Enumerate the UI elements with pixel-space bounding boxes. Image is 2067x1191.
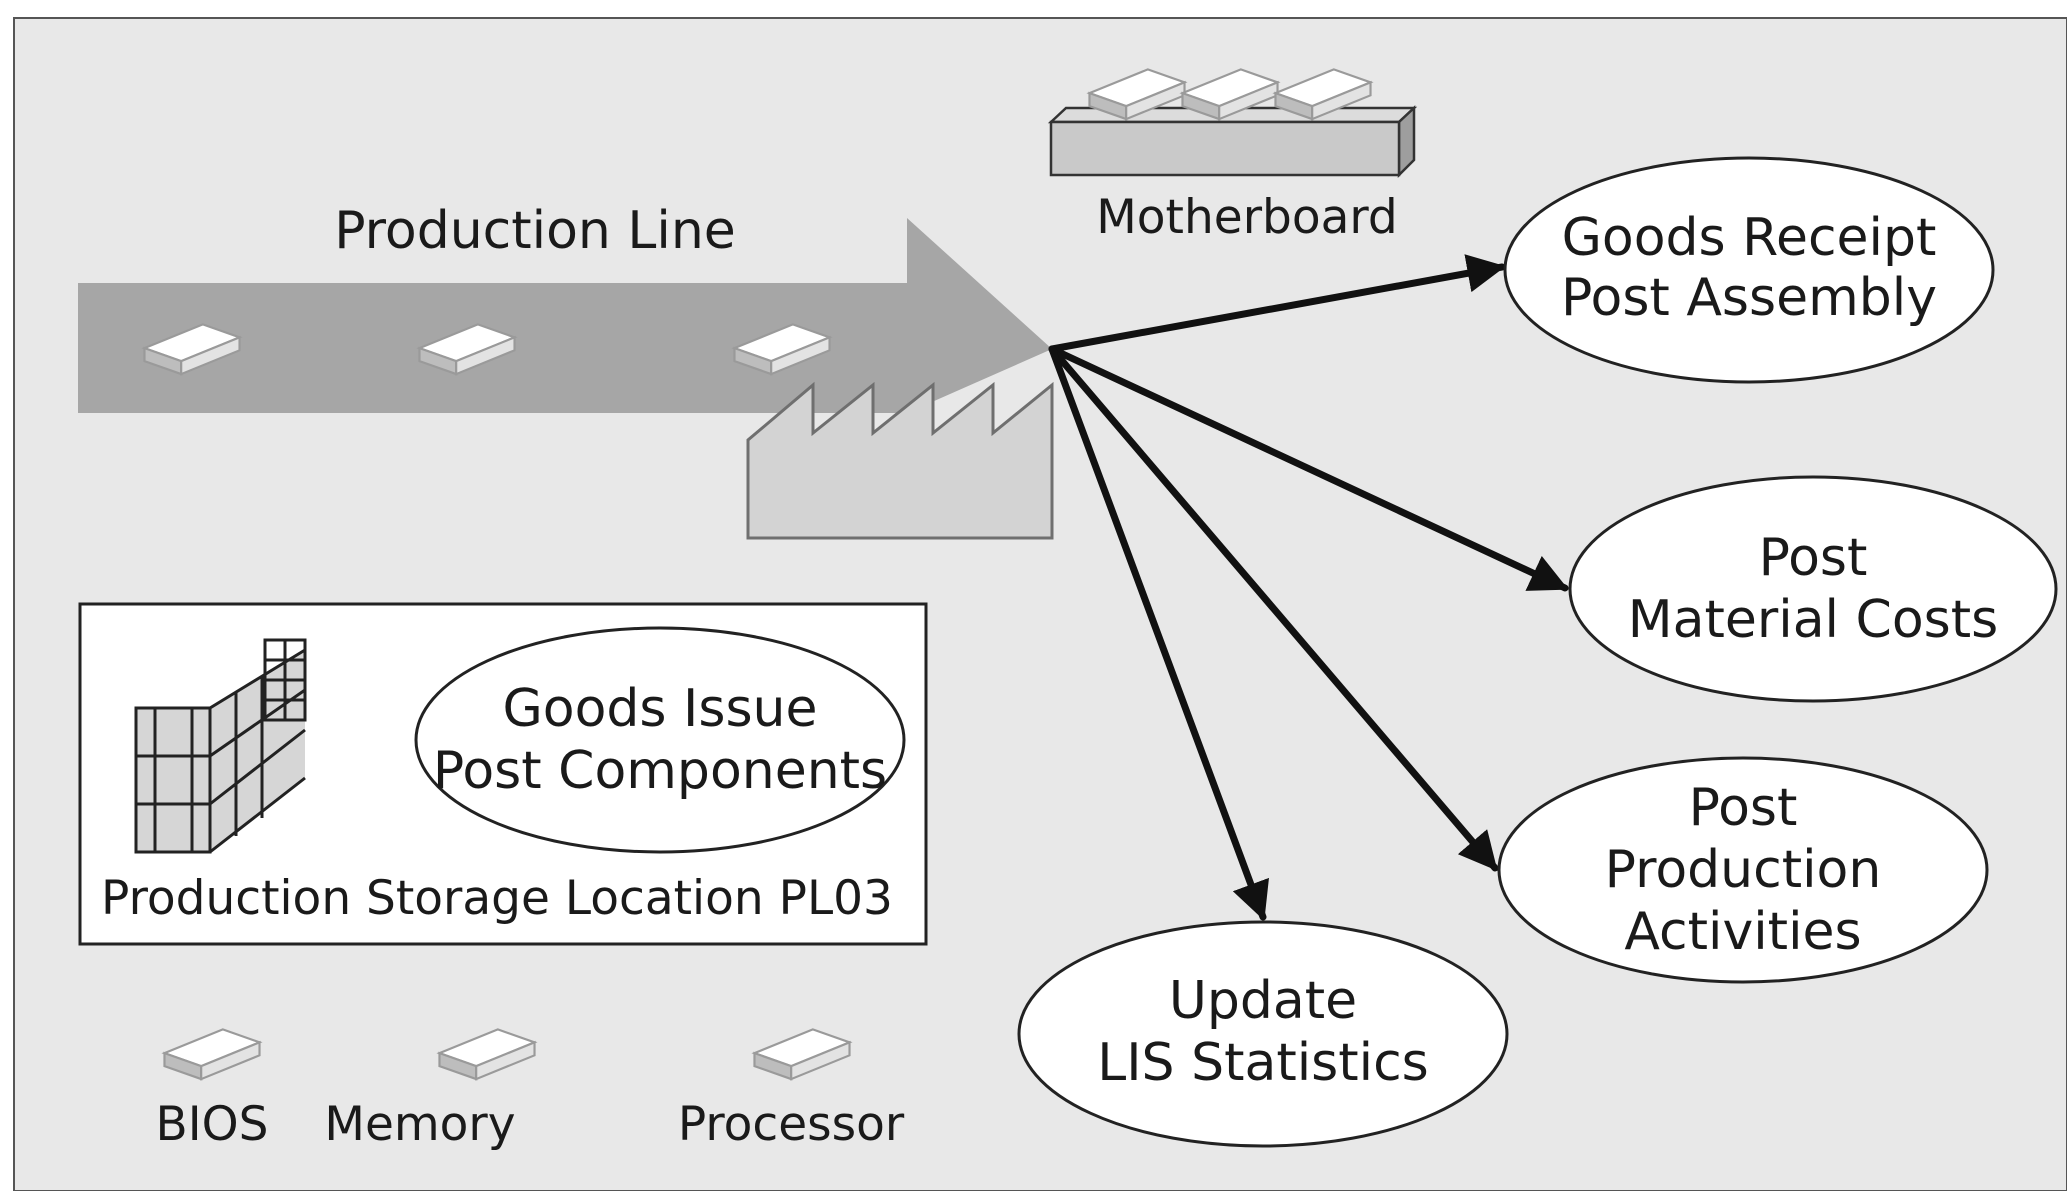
production-line-arrow — [78, 218, 1052, 413]
factory-icon — [746, 381, 1054, 540]
arrow-to-goods-receipt — [1048, 254, 1506, 353]
arrow-to-lis-statistics — [1048, 345, 1269, 921]
material-costs-line1: Post — [1759, 528, 1868, 588]
legend-processor-label: Processor — [678, 1097, 905, 1152]
legend: BIOS Memory Processor — [156, 1028, 905, 1152]
lis-statistics-node: Update LIS Statistics — [1017, 920, 1509, 1148]
goods-receipt-line2: Post Assembly — [1561, 268, 1937, 328]
goods-receipt-line1: Goods Receipt — [1562, 208, 1937, 268]
goods-issue-line1: Goods Issue — [502, 679, 817, 739]
material-costs-node: Post Material Costs — [1568, 475, 2058, 703]
arrow-to-material-costs — [1048, 345, 1569, 592]
production-line-label: Production Line — [334, 201, 736, 261]
production-activities-line3: Activities — [1624, 902, 1861, 962]
motherboard-icon — [1047, 68, 1418, 179]
goods-issue-node: Goods Issue Post Components — [414, 626, 906, 854]
lis-statistics-line2: LIS Statistics — [1097, 1033, 1429, 1093]
goods-issue-line2: Post Components — [433, 741, 887, 801]
storage-location-label: Production Storage Location PL03 — [101, 871, 893, 926]
production-activities-node: Post Production Activities — [1497, 756, 1989, 984]
motherboard-label: Motherboard — [1096, 190, 1397, 245]
flow-arrows — [1048, 254, 1569, 921]
lis-statistics-line1: Update — [1169, 971, 1357, 1031]
goods-receipt-node: Goods Receipt Post Assembly — [1503, 156, 1995, 384]
production-activities-line2: Production — [1605, 840, 1882, 900]
legend-bios-label: BIOS — [156, 1097, 269, 1152]
arrow-to-production-activities — [1048, 345, 1499, 872]
legend-memory-label: Memory — [324, 1097, 515, 1152]
warehouse-rack-icon — [134, 638, 307, 854]
material-costs-line2: Material Costs — [1628, 590, 1998, 650]
production-activities-line1: Post — [1689, 778, 1798, 838]
